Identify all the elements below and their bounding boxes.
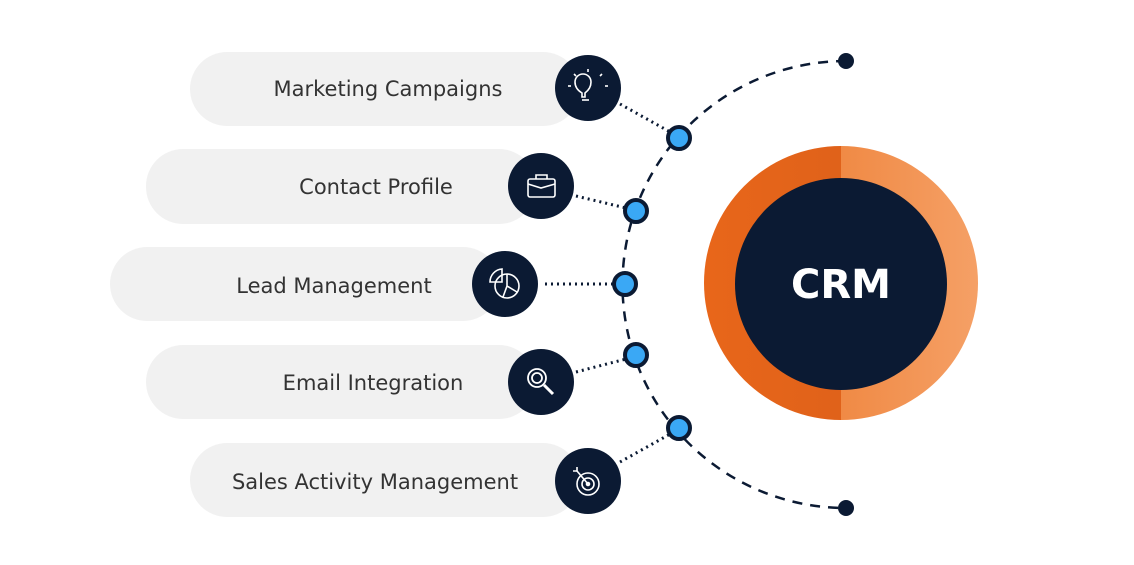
icon-circle <box>555 55 621 121</box>
feature-label: Marketing Campaigns <box>274 77 503 101</box>
feature-item-lead-management[interactable]: Lead Management <box>110 247 638 321</box>
feature-label: Email Integration <box>283 371 464 395</box>
icon-circle <box>472 251 538 317</box>
feature-item-marketing-campaigns[interactable]: Marketing Campaigns <box>190 52 692 151</box>
node-dot <box>623 198 649 224</box>
node-dot <box>666 415 692 441</box>
arc-end-dot-top <box>838 53 854 69</box>
icon-circle <box>508 153 574 219</box>
feature-item-contact-profile[interactable]: Contact Profile <box>146 149 649 224</box>
node-dot <box>612 271 638 297</box>
connector <box>575 194 627 210</box>
navy-core <box>735 178 947 390</box>
pill <box>146 149 536 224</box>
icon-circle <box>555 448 621 514</box>
pill <box>146 345 536 419</box>
lightbulb-icon <box>568 69 608 101</box>
pill <box>190 52 580 126</box>
node-dot <box>666 125 692 151</box>
arc-end-dot-bottom <box>838 500 854 516</box>
feature-item-email-integration[interactable]: Email Integration <box>146 342 649 419</box>
connector <box>575 357 627 374</box>
connector <box>619 431 673 464</box>
magnifier-icon <box>527 368 555 396</box>
briefcase-icon <box>527 174 556 198</box>
crm-label: CRM <box>791 262 891 308</box>
pie-chart-icon <box>489 268 520 299</box>
node-dot <box>623 342 649 368</box>
feature-label: Sales Activity Management <box>232 470 518 494</box>
target-icon <box>573 467 600 496</box>
pill <box>110 247 500 321</box>
pill <box>190 443 580 517</box>
crm-hub: CRM <box>704 146 978 420</box>
connector <box>619 102 673 135</box>
feature-label: Lead Management <box>236 274 431 298</box>
feature-label: Contact Profile <box>299 175 453 199</box>
feature-item-sales-activity-management[interactable]: Sales Activity Management <box>190 415 692 517</box>
